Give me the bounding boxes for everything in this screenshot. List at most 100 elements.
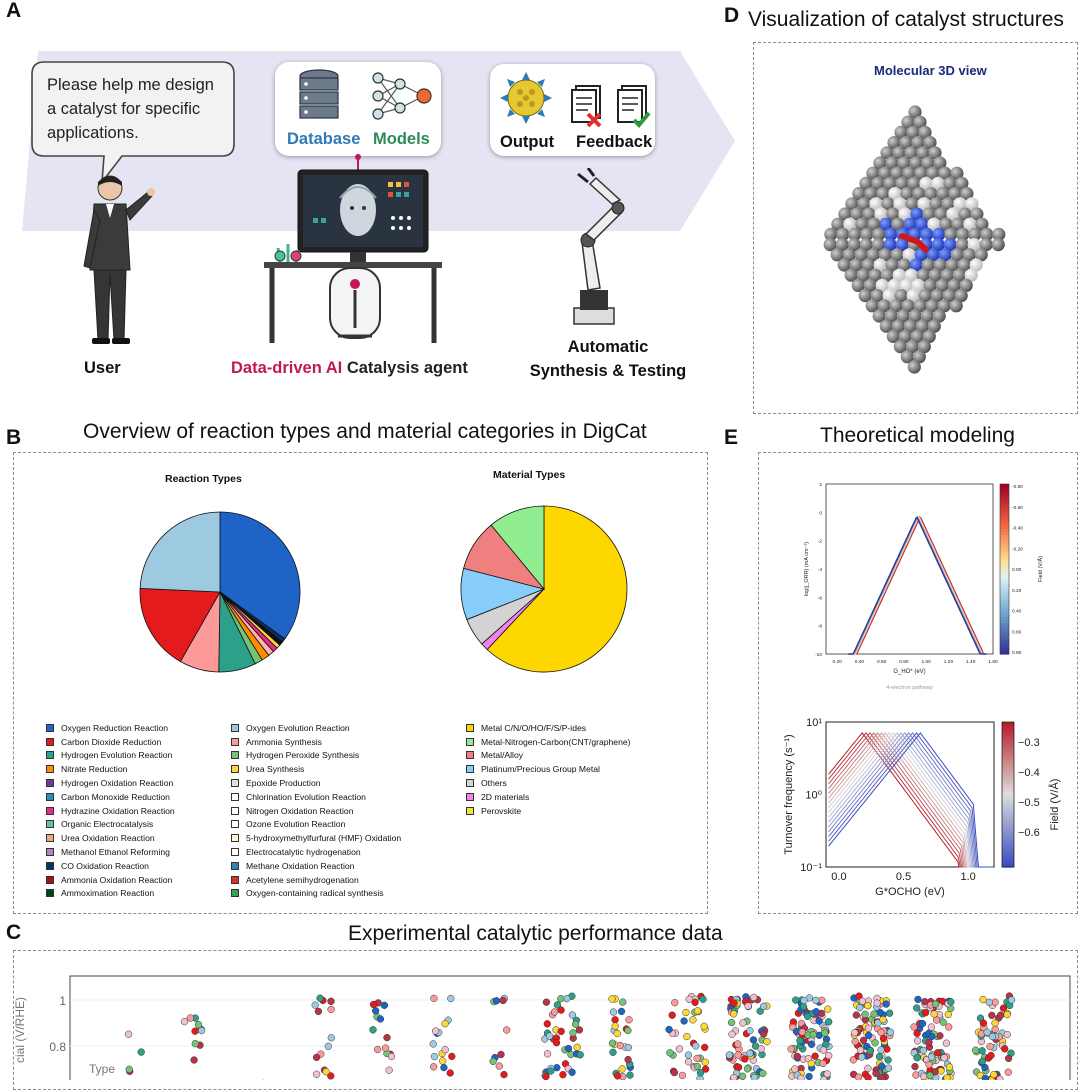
colorbar-frame <box>999 483 1010 655</box>
data-point <box>387 1052 396 1061</box>
y-tick-label: -4 <box>818 567 823 573</box>
atom <box>918 289 932 303</box>
data-point <box>738 1072 747 1080</box>
data-point <box>884 1064 893 1072</box>
data-point <box>934 1049 942 1057</box>
data-point <box>746 1027 754 1035</box>
data-point <box>991 1019 999 1027</box>
colorbar-tick: -0.20 <box>1012 546 1023 552</box>
data-point <box>885 1009 894 1017</box>
feedback-label: Feedback <box>576 133 653 151</box>
data-point <box>759 1069 767 1078</box>
data-point <box>861 1010 869 1018</box>
atom <box>866 166 880 180</box>
data-point <box>611 1022 619 1030</box>
colorbar-cell <box>1000 651 1009 655</box>
atom <box>889 299 903 313</box>
colorbar-tick: −0.6 <box>1018 827 1040 839</box>
atom <box>933 156 947 170</box>
legend-swatch <box>466 792 474 801</box>
data-point <box>793 1052 801 1061</box>
legend-title: Type <box>89 1062 115 1076</box>
atom <box>824 227 838 241</box>
atom <box>909 156 923 170</box>
robot-arm <box>573 168 625 325</box>
atom <box>979 238 993 252</box>
x-tick-label: 0.0 <box>831 871 846 883</box>
data-point <box>741 1055 749 1063</box>
atom <box>908 309 922 323</box>
atom <box>893 340 907 354</box>
colorbar-tick: 0.40 <box>1012 609 1022 615</box>
data-point <box>800 996 808 1005</box>
data-point <box>564 1044 573 1053</box>
data-point <box>369 1000 378 1009</box>
reaction-pie-title: Reaction Types <box>165 473 242 485</box>
atom <box>915 217 929 231</box>
atom <box>888 187 902 201</box>
atom <box>917 340 931 354</box>
atom <box>849 258 863 272</box>
legend-swatch <box>466 737 474 746</box>
atom <box>962 248 976 262</box>
legend-item: Perovskite <box>466 804 631 818</box>
colorbar-cell <box>1002 738 1014 742</box>
data-point <box>191 1040 199 1048</box>
atom <box>861 258 875 272</box>
atom <box>899 278 913 292</box>
data-point <box>608 995 616 1003</box>
atom <box>904 268 918 282</box>
atom <box>887 278 901 292</box>
data-point <box>914 995 922 1004</box>
atom <box>866 248 880 262</box>
legend-label: Hydrogen Peroxide Synthesis <box>246 750 360 761</box>
atom <box>925 299 939 313</box>
colorbar-cell <box>1002 835 1014 839</box>
legend-item: Ammoximation Reaction <box>46 887 175 901</box>
colorbar-cell <box>1000 515 1009 519</box>
data-point <box>327 1034 335 1042</box>
legend-label: Perovskite <box>481 805 522 816</box>
data-point <box>877 1028 885 1036</box>
data-point <box>978 1057 987 1066</box>
colorbar-cell <box>1002 796 1014 800</box>
colorbar-cell <box>1002 726 1014 730</box>
data-point <box>872 1069 880 1078</box>
legend-item: Metal/Alloy <box>466 749 631 763</box>
colorbar-cell <box>1000 631 1009 635</box>
colorbar-cell <box>1002 816 1014 820</box>
colorbar-tick: -0.60 <box>1012 505 1023 511</box>
atom <box>958 207 972 221</box>
volcano-curve <box>848 516 987 655</box>
database-icon <box>299 69 339 119</box>
data-point <box>945 1023 953 1031</box>
colorbar-cell <box>1002 746 1014 750</box>
atom <box>955 176 969 190</box>
y-tick-label: 10⁰ <box>805 790 822 802</box>
atom <box>899 136 913 150</box>
data-point <box>913 1029 921 1037</box>
panel-c-letter: C <box>6 921 22 944</box>
atom <box>970 207 984 221</box>
x-tick-label: 0.80 <box>899 659 909 665</box>
colorbar-tick: 0.80 <box>1012 650 1022 656</box>
y-tick-label: 0 <box>819 510 822 516</box>
data-point <box>757 1045 765 1053</box>
colorbar-cell <box>1000 546 1009 550</box>
atom <box>916 146 930 160</box>
data-point <box>744 1002 752 1010</box>
y-tick-label: 1 <box>59 994 66 1008</box>
legend-swatch <box>231 806 239 815</box>
legend-label: Urea Oxidation Reaction <box>61 833 155 844</box>
data-point <box>725 1051 733 1059</box>
atom <box>906 125 920 139</box>
tof-curve <box>828 732 993 868</box>
atom <box>920 309 934 323</box>
data-point <box>787 1045 795 1053</box>
legend-label: Oxygen-containing radical synthesis <box>246 888 384 899</box>
legend-item: 2D materials <box>466 790 631 804</box>
data-point <box>559 1071 567 1079</box>
legend-swatch <box>466 723 474 732</box>
